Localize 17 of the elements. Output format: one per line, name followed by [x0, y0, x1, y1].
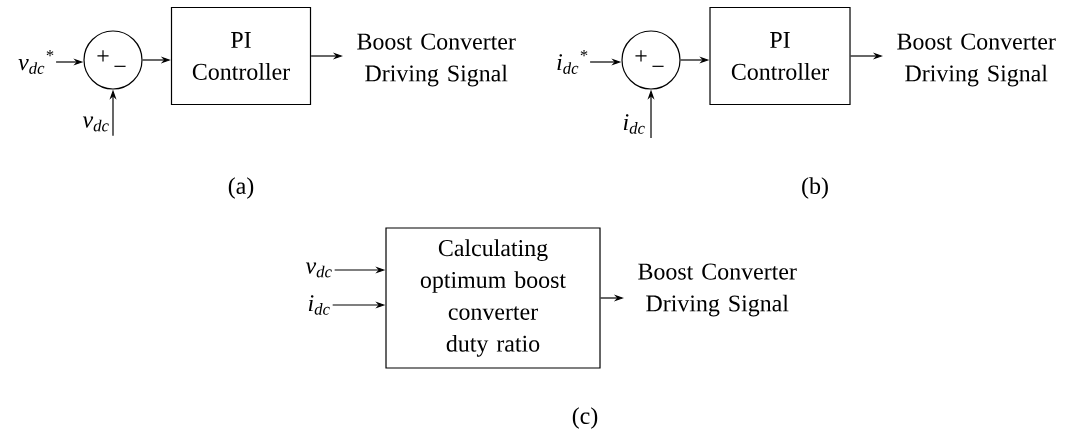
output-label: Boost Converter Driving Signal	[357, 33, 516, 87]
controller-block: PI Controller	[170, 6, 312, 106]
signal-label: v$_{dc}$	[305, 262, 332, 278]
panel-label: (a)	[228, 177, 254, 199]
panel-label: (b)	[802, 177, 828, 199]
summing-junction: + −	[83, 30, 143, 90]
output-label: Boost Converter Driving Signal	[897, 33, 1056, 87]
summing-junction: + −	[621, 30, 681, 90]
signal-label: i$_{dc}$	[623, 114, 645, 134]
signal-label: v$_{dc}$	[82, 116, 109, 132]
controller-block: PI Controller	[709, 6, 851, 106]
signal-label: v$_{dc}$*	[18, 50, 54, 74]
panel-label: (c)	[572, 407, 598, 429]
signal-label: i$_{dc}$*	[557, 50, 588, 74]
output-label: Boost Converter Driving Signal	[638, 263, 797, 317]
signal-label: i$_{dc}$	[308, 295, 330, 315]
controller-block: Calculating optimum boost converter duty ratio	[385, 227, 601, 369]
